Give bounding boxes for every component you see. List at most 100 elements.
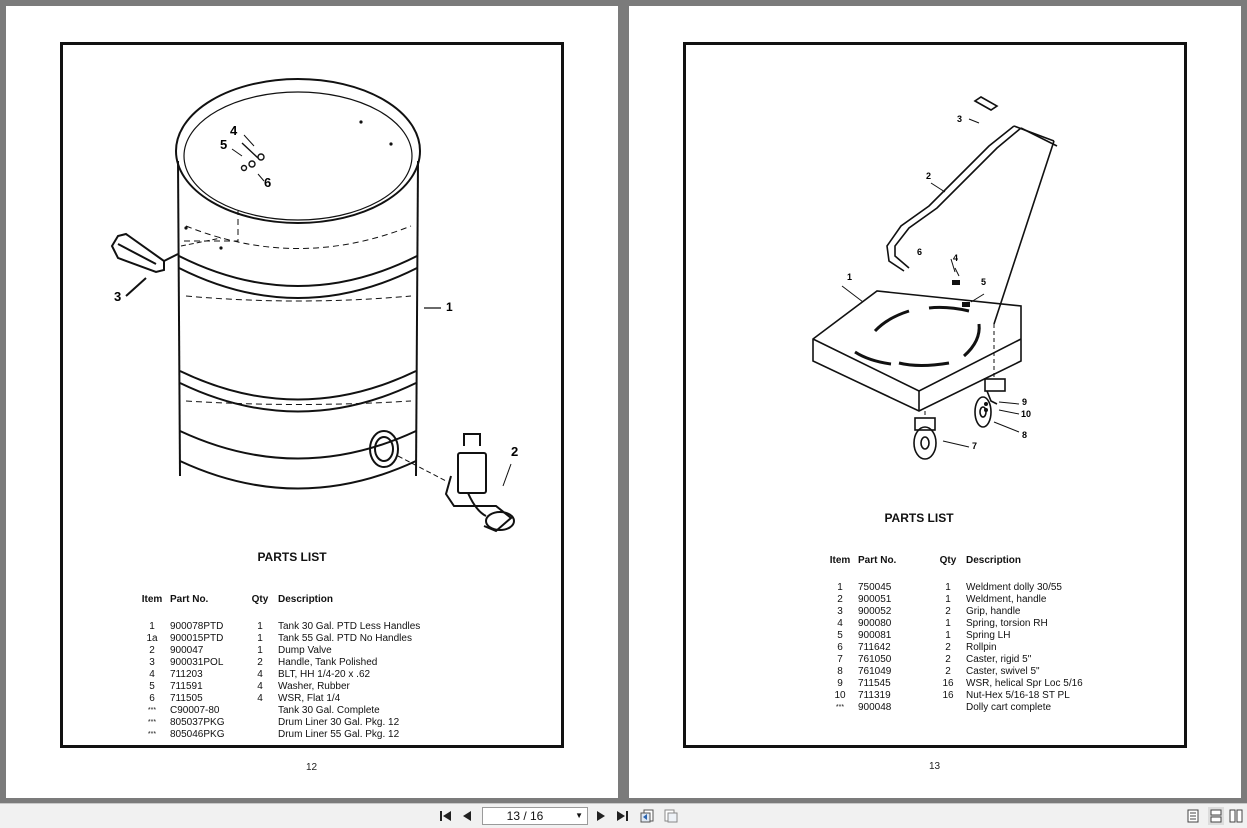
table-row: *** 805046PKG Drum Liner 55 Gal. Pkg. 12 <box>134 729 438 741</box>
first-page-icon[interactable] <box>438 807 454 825</box>
cell-part-no: 711545 <box>858 678 891 689</box>
cell-description: Weldment, handle <box>966 594 1047 605</box>
page-frame <box>60 42 564 748</box>
cell-item: 5 <box>149 681 155 692</box>
continuous-page-icon[interactable] <box>1208 807 1224 825</box>
cell-qty <box>242 729 278 741</box>
cell-qty: 2 <box>945 606 951 617</box>
header-item: Item <box>141 594 163 605</box>
table-row: 3 900052 2 Grip, handle <box>822 606 1126 618</box>
table-row: 5 711591 4 Washer, Rubber <box>134 681 438 693</box>
cell-item: 5 <box>837 630 843 641</box>
cell-description: Drum Liner 55 Gal. Pkg. 12 <box>278 729 400 740</box>
cell-qty: 4 <box>257 681 263 692</box>
cell-description: Tank 30 Gal. PTD Less Handles <box>278 621 421 632</box>
table-header-row: Item Part No. Qty Description <box>822 555 1126 582</box>
cell-qty: 1 <box>945 594 951 605</box>
cell-description: Weldment dolly 30/55 <box>966 582 1062 593</box>
cell-item: 3 <box>837 606 843 617</box>
cell-qty: 4 <box>257 693 263 704</box>
cell-item: *** <box>835 704 845 711</box>
cell-description: BLT, HH 1/4-20 x .62 <box>278 669 371 680</box>
cell-item: 3 <box>149 657 155 668</box>
page-number: 12 <box>306 762 318 773</box>
single-page-icon[interactable] <box>1186 807 1200 825</box>
callout-2: 2 <box>511 444 519 459</box>
cell-item: 1a <box>146 633 158 644</box>
cell-item: 9 <box>837 678 843 689</box>
cell-qty: 1 <box>945 618 951 629</box>
cell-description: Dolly cart complete <box>966 702 1052 713</box>
cell-item: *** <box>147 731 157 738</box>
cell-part-no: 750045 <box>858 582 892 593</box>
page-number-select[interactable]: 13 / 16 ▼ <box>482 807 588 825</box>
cell-item: 8 <box>837 666 843 677</box>
facing-pages-icon[interactable] <box>1228 807 1244 825</box>
cell-item: *** <box>147 707 157 714</box>
cell-item: 10 <box>834 690 846 701</box>
callout-6: 6 <box>917 247 923 257</box>
cell-qty: 1 <box>945 630 951 641</box>
cell-description: Rollpin <box>966 642 997 653</box>
callout-6: 6 <box>264 175 272 190</box>
last-page-icon[interactable] <box>614 807 630 825</box>
cell-part-no: 900052 <box>858 606 892 617</box>
cell-qty <box>930 702 966 714</box>
forward-view-icon[interactable] <box>662 807 680 825</box>
callout-5: 5 <box>981 277 987 287</box>
callout-10: 10 <box>1021 409 1032 419</box>
header-part-no: Part No. <box>170 594 209 605</box>
previous-page-icon[interactable] <box>460 807 474 825</box>
cell-part-no: 711591 <box>170 681 203 692</box>
callout-7: 7 <box>972 441 978 451</box>
cell-part-no: 900031POL <box>170 657 224 668</box>
page-indicator: 13 / 16 <box>506 809 544 823</box>
table-row: *** 900048 Dolly cart complete <box>822 702 1126 714</box>
back-view-icon[interactable] <box>638 807 656 825</box>
cell-part-no: 805046PKG <box>170 729 225 740</box>
cell-part-no: 900047 <box>170 645 204 656</box>
cell-description: Grip, handle <box>966 606 1021 617</box>
cell-description: Nut-Hex 5/16-18 ST PL <box>966 690 1070 701</box>
cell-part-no: 761050 <box>858 654 892 665</box>
cell-qty: 2 <box>945 642 951 653</box>
cell-description: WSR, helical Spr Loc 5/16 <box>966 678 1083 689</box>
pdf-page-13: 1 2 3 4 5 6 7 8 9 10 PARTS LIST Item Par… <box>629 6 1241 798</box>
cell-item: 2 <box>837 594 843 605</box>
cell-part-no: 711203 <box>170 669 203 680</box>
chevron-down-icon: ▼ <box>575 811 583 820</box>
cell-description: Washer, Rubber <box>278 681 350 692</box>
cell-qty: 1 <box>945 582 951 593</box>
cell-part-no: 805037PKG <box>170 717 225 728</box>
cell-item: *** <box>147 719 157 726</box>
cell-qty: 2 <box>945 654 951 665</box>
callout-5: 5 <box>220 137 228 152</box>
cell-qty: 1 <box>257 633 263 644</box>
callout-1: 1 <box>446 300 453 314</box>
callout-2: 2 <box>926 171 932 181</box>
next-page-icon[interactable] <box>594 807 608 825</box>
table-header-row: Item Part No. Qty Description <box>134 594 438 621</box>
callout-9: 9 <box>1022 397 1028 407</box>
page-number: 13 <box>929 761 941 772</box>
cell-part-no: 761049 <box>858 666 892 677</box>
page-frame <box>683 42 1187 748</box>
cell-part-no: 711505 <box>170 693 203 704</box>
cell-item: 7 <box>837 654 843 665</box>
pdf-page-12: 1 2 3 4 5 6 PARTS LIST Item Part No. Qty… <box>6 6 618 798</box>
cell-part-no: 900048 <box>858 702 892 713</box>
tank-illustration <box>110 78 515 533</box>
callout-4: 4 <box>953 253 959 263</box>
cell-item: 6 <box>837 642 843 653</box>
cell-description: Caster, swivel 5" <box>966 666 1040 677</box>
